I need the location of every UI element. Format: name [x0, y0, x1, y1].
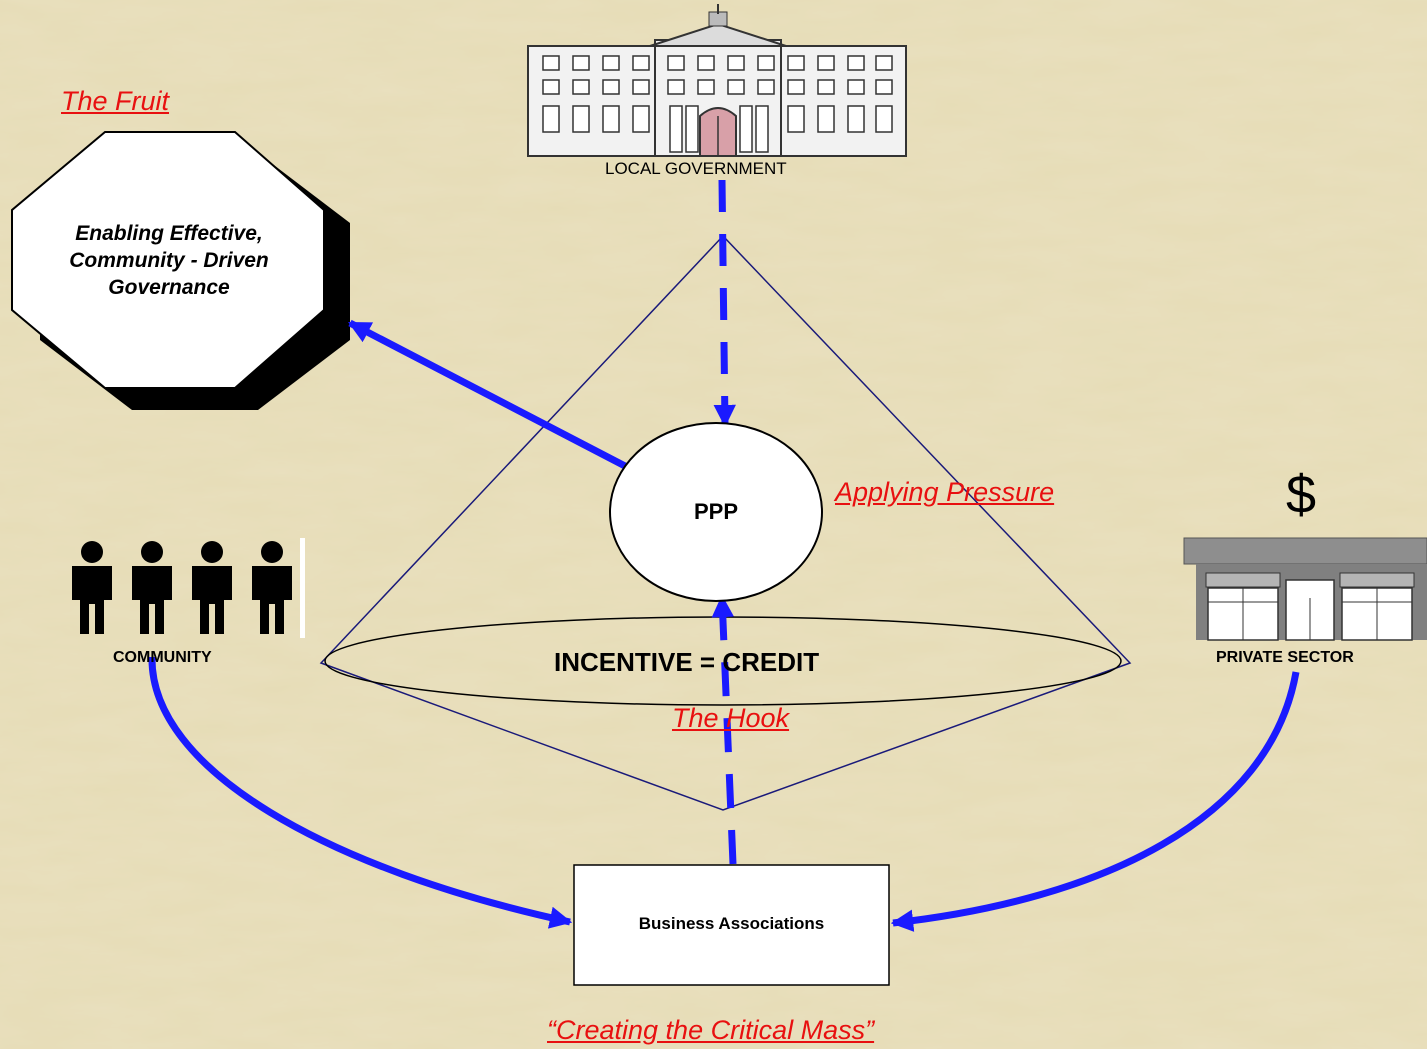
- business-associations-box: [573, 864, 890, 986]
- private-sector-label: PRIVATE SECTOR: [1216, 649, 1354, 666]
- arrow-private-to-business: [890, 671, 1300, 932]
- hook-label: The Hook: [672, 703, 790, 733]
- storefront-icon: [1183, 537, 1427, 641]
- arrow-community-to-business: [148, 656, 573, 929]
- business-associations-text: Business Associations: [638, 914, 825, 933]
- ppp-label: PPP: [693, 499, 739, 524]
- critical-mass-label: “Creating the Critical Mass”: [547, 1015, 875, 1045]
- arrow-business-to-ppp: [711, 594, 737, 865]
- people-icon: [72, 538, 305, 638]
- cone: [319, 234, 1132, 811]
- local-government-label: LOCAL GOVERNMENT: [605, 159, 787, 178]
- arrow-government-to-ppp: [713, 179, 736, 428]
- arrow-ppp-to-fruit: [348, 319, 627, 470]
- governance-octagon: [11, 131, 350, 410]
- community-label: COMMUNITY: [113, 649, 212, 666]
- governance-text: Enabling Effective, Community - Driven G…: [69, 221, 269, 299]
- ppp-circle: [609, 422, 823, 602]
- incentive-label: INCENTIVE = CREDIT: [554, 647, 820, 677]
- applying-pressure-label: Applying Pressure: [835, 477, 1055, 507]
- dollar-sign: $: [1286, 465, 1317, 525]
- fruit-label: The Fruit: [61, 86, 170, 116]
- government-building-icon: [527, 4, 907, 157]
